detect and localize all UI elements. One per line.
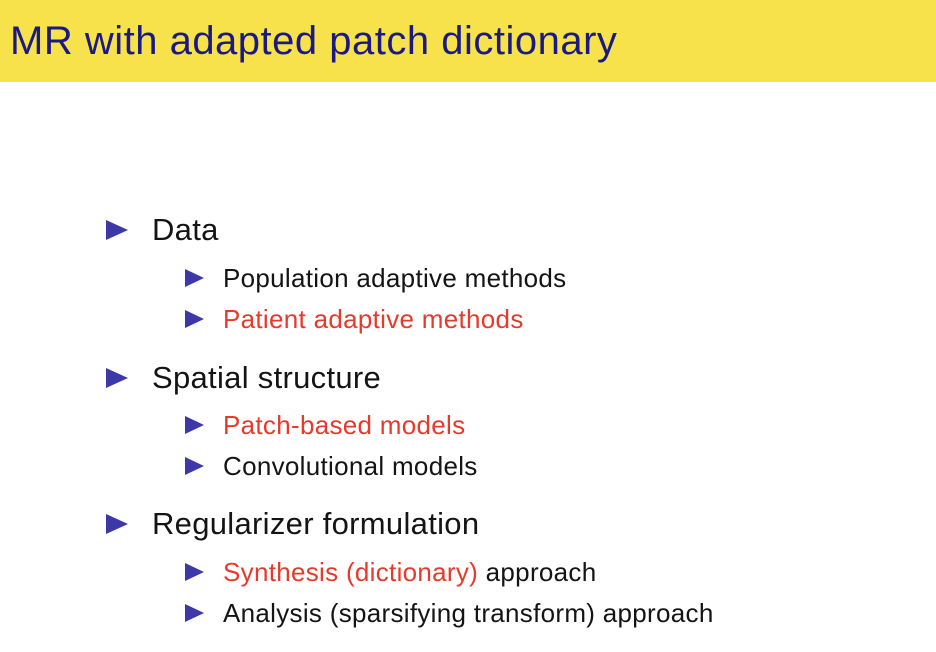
list-item-population-adaptive: Population adaptive methods: [185, 263, 566, 293]
list-item-convolutional: Convolutional models: [185, 451, 478, 481]
title-bar: MR with adapted patch dictionary: [0, 0, 936, 82]
plain-text: approach: [478, 556, 597, 587]
emphasized-text: Patch-based models: [223, 409, 466, 440]
plain-text: Population adaptive methods: [223, 262, 567, 293]
item-text: Analysis (sparsifying transform) approac…: [223, 598, 714, 629]
list-item-data: Data: [106, 212, 219, 248]
item-text: Patient adaptive methods: [223, 304, 524, 335]
plain-text: Spatial structure: [152, 360, 382, 395]
item-text: Regularizer formulation: [152, 506, 479, 542]
list-item-patch-based: Patch-based models: [185, 410, 465, 440]
list-item-synthesis-approach: Synthesis (dictionary) approach: [185, 557, 596, 587]
item-text: Spatial structure: [152, 360, 381, 396]
plain-text: Data: [152, 212, 219, 247]
bullet-triangle-icon: [106, 514, 128, 534]
bullet-triangle-icon: [106, 368, 128, 388]
item-text: Patch-based models: [223, 410, 465, 441]
bullet-triangle-icon: [185, 563, 204, 581]
bullet-triangle-icon: [185, 269, 204, 287]
item-text: Data: [152, 212, 219, 248]
list-item-analysis-approach: Analysis (sparsifying transform) approac…: [185, 598, 714, 628]
list-item-spatial-structure: Spatial structure: [106, 360, 381, 396]
bullet-triangle-icon: [185, 416, 204, 434]
bullet-triangle-icon: [185, 310, 204, 328]
plain-text: Convolutional models: [223, 450, 478, 481]
bullet-triangle-icon: [185, 604, 204, 622]
item-text: Convolutional models: [223, 451, 478, 482]
plain-text: Regularizer formulation: [152, 506, 480, 541]
list-item-patient-adaptive: Patient adaptive methods: [185, 304, 524, 334]
plain-text: Analysis (sparsifying transform) approac…: [223, 597, 714, 628]
bullet-triangle-icon: [185, 457, 204, 475]
list-item-regularizer-formulation: Regularizer formulation: [106, 506, 479, 542]
bullet-triangle-icon: [106, 220, 128, 240]
slide-title: MR with adapted patch dictionary: [10, 18, 618, 63]
item-text: Population adaptive methods: [223, 263, 566, 294]
emphasized-text: Synthesis (dictionary): [223, 556, 479, 587]
emphasized-text: Patient adaptive methods: [223, 303, 524, 334]
item-text: Synthesis (dictionary) approach: [223, 557, 596, 588]
